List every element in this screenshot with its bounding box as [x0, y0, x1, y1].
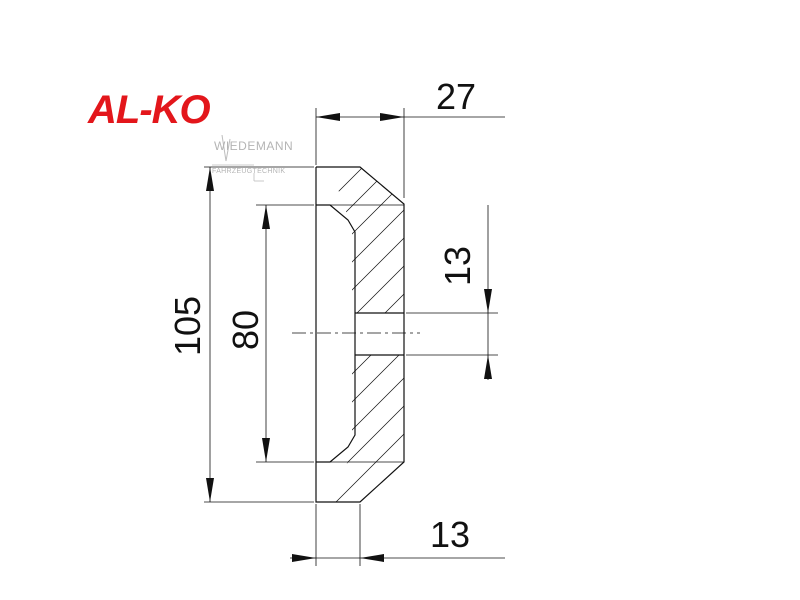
dimension-outer-height: 105 — [167, 166, 314, 503]
wiedemann-name: WIEDEMANN — [214, 139, 294, 153]
dimension-label-105: 105 — [167, 296, 208, 356]
wiedemann-watermark: WIEDEMANN FAHRZEUGTECHNIK — [212, 134, 332, 185]
dimension-total-width: 27 — [315, 76, 505, 198]
dimension-label-27: 27 — [436, 76, 476, 117]
dimension-label-13-base: 13 — [430, 514, 470, 555]
dimension-base-thickness: 13 — [290, 504, 505, 566]
dimension-label-80: 80 — [225, 310, 266, 350]
alko-logo-text: AL-KO — [88, 88, 211, 132]
wiedemann-subtitle: FAHRZEUGTECHNIK — [212, 168, 286, 175]
part-outline — [315, 166, 405, 503]
alko-logo: AL-KO — [88, 88, 211, 132]
wiedemann-watermark-graphic — [212, 134, 264, 182]
dimension-label-13-hole: 13 — [437, 246, 478, 286]
dimension-inner-height: 80 — [225, 204, 314, 463]
dimension-hole-diameter: 13 — [406, 205, 498, 380]
